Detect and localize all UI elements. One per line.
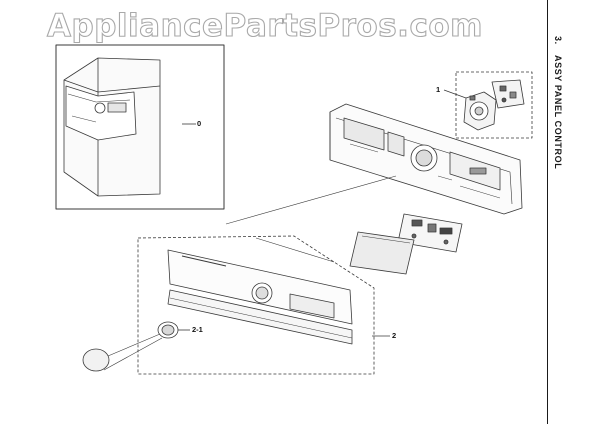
panel-slot-left bbox=[343, 117, 385, 151]
washer-top-edge bbox=[63, 79, 161, 93]
callout-washer: 0 bbox=[197, 119, 202, 128]
callout-knob: 2-1 bbox=[192, 325, 203, 334]
callout-pcb: 1 bbox=[436, 85, 441, 94]
section-title: ASSY PANEL CONTROL bbox=[553, 54, 563, 170]
panel-assembly-drawing bbox=[137, 235, 375, 375]
knob-ring-drawing bbox=[157, 321, 179, 339]
assy-display-cutout bbox=[289, 293, 335, 319]
washer-knob bbox=[94, 102, 106, 114]
leader-pcb bbox=[443, 89, 467, 99]
washer-frame bbox=[55, 44, 225, 210]
leader-assy-panel bbox=[255, 237, 335, 263]
washer-display bbox=[107, 102, 127, 113]
heading-divider bbox=[547, 0, 548, 424]
assy-lower-trim bbox=[167, 289, 353, 345]
knob-cap-drawing bbox=[82, 333, 163, 372]
display-pcb-drawing bbox=[397, 213, 463, 253]
control-panel-drawing bbox=[329, 103, 523, 215]
pcb-board-square bbox=[491, 79, 525, 109]
callout-panel-assembly: 2 bbox=[392, 331, 397, 340]
pcb-kit-drawing bbox=[455, 71, 533, 139]
section-heading: 3. ASSY PANEL CONTROL bbox=[553, 36, 563, 169]
washer-unit-drawing bbox=[55, 44, 225, 210]
display-window-drawing bbox=[349, 231, 415, 275]
leader-panel-to-assy bbox=[225, 175, 397, 225]
pcb-dashed-box bbox=[455, 71, 533, 139]
watermark-logo: AppliancePartsPros.com bbox=[46, 7, 483, 44]
section-number: 3. bbox=[553, 36, 563, 45]
